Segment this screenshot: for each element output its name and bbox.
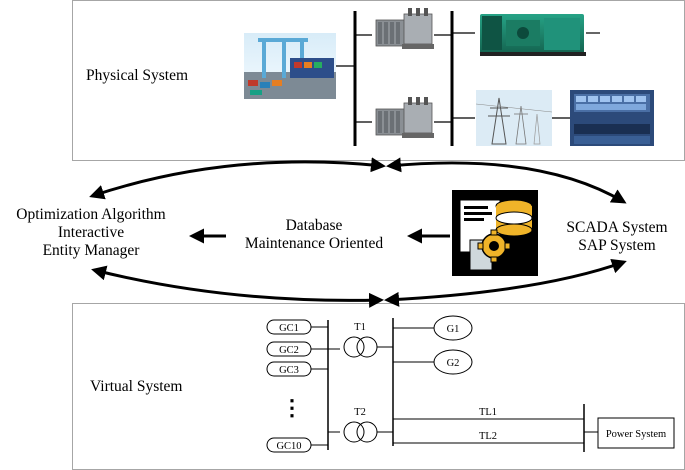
arrow-bottom-left (91, 265, 384, 308)
center-line-1: Database (285, 217, 343, 234)
physical-system-title: Physical System (86, 67, 189, 84)
t2-label: T2 (354, 407, 366, 418)
power-system-box (597, 417, 675, 449)
g1-label: G1 (447, 324, 460, 335)
power-system-label: Power System (606, 429, 666, 440)
database-text-block: Database Maintenance Oriented (226, 217, 402, 253)
gc3-label: GC3 (279, 365, 299, 376)
transformer-icon (375, 97, 434, 138)
t1-label: T1 (354, 322, 366, 333)
optimization-text-block: Optimization Algorithm Interactive Entit… (0, 206, 182, 259)
arrow-bottom-right (384, 258, 627, 307)
t1-winding (343, 336, 365, 358)
gc-ellipsis: ⋮ (281, 395, 303, 421)
right-line-2: SAP System (578, 236, 656, 254)
t2-winding (356, 421, 378, 443)
generator-photo (477, 10, 589, 58)
tl1-label: TL1 (479, 407, 497, 418)
container-port-photo (244, 33, 336, 99)
virtual-system-panel (72, 303, 685, 470)
transformer-icon (375, 8, 434, 49)
t1-winding (356, 336, 378, 358)
center-line-2: Maintenance Oriented (244, 234, 384, 252)
arrow-top-right (386, 157, 627, 204)
gc10-label: GC10 (276, 441, 301, 452)
virtual-schematic (266, 315, 675, 453)
database-settings-icon (452, 190, 538, 276)
transmission-tower-photo (475, 90, 553, 146)
t2-winding (343, 421, 365, 443)
control-room-photo (570, 90, 654, 146)
virtual-system-title: Virtual System (90, 378, 183, 395)
generator-g2 (433, 349, 473, 375)
generator-g1 (433, 315, 473, 341)
gc2-label: GC2 (279, 345, 299, 356)
arrow-top-left (89, 157, 386, 200)
tl2-label: TL2 (479, 431, 497, 442)
left-line-1: Optimization Algorithm (16, 206, 166, 223)
gc1-label: GC1 (279, 323, 299, 334)
g2-label: G2 (447, 358, 460, 369)
scada-text-block: SCADA System SAP System (558, 219, 676, 255)
left-line-2: Interactive (57, 223, 125, 241)
right-line-1: SCADA System (566, 219, 668, 236)
left-line-3: Entity Manager (42, 241, 140, 259)
